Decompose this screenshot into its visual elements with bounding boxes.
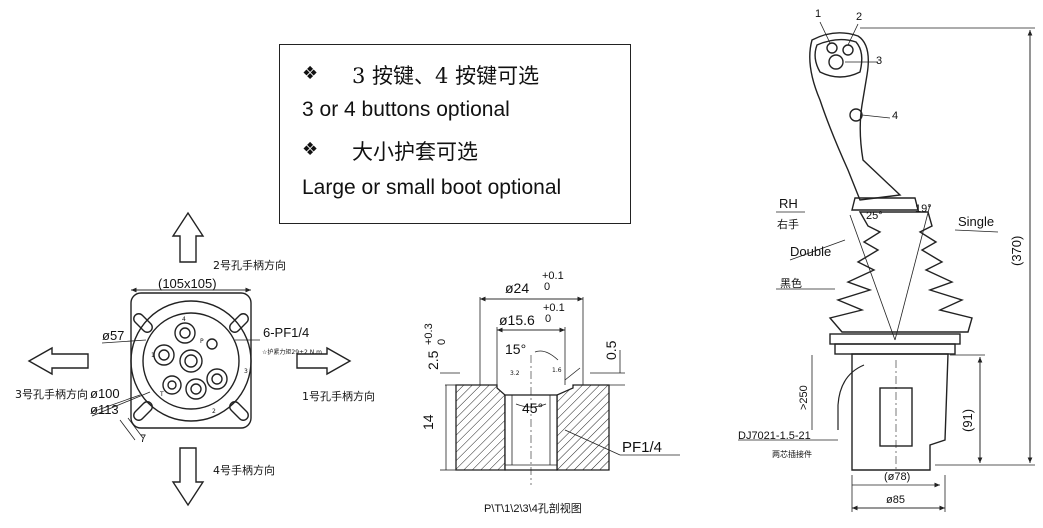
dim-14: 14 <box>420 414 436 430</box>
surface-finish-2: 1.6 <box>552 367 562 374</box>
dim-d57: ø57 <box>102 328 125 343</box>
direction-3-label: 3号孔手柄方向 <box>15 388 88 401</box>
arrow-up-icon <box>171 211 205 263</box>
mount-top-view <box>27 211 352 507</box>
connector-zh-label: 两芯插接件 <box>772 450 812 459</box>
port-p-label: P <box>200 338 204 345</box>
dim-d85: ø85 <box>886 494 905 506</box>
angle-15: 15° <box>505 341 527 357</box>
dim-d15-6: ø15.6 <box>499 312 535 328</box>
note-boot-zh: 大小护套可选 <box>352 140 478 164</box>
dim-d15-6-tol-top: +0.1 <box>543 302 565 314</box>
dim-d15-6-tol-bot: 0 <box>545 313 552 325</box>
port-section-view <box>440 296 680 485</box>
dim-d24-tol-bot: 0 <box>544 281 551 293</box>
port-2-circle <box>185 378 207 400</box>
dim-91: (91) <box>960 408 975 432</box>
dim-2-5-tol-top: +0.3 <box>423 323 435 345</box>
port-3-label: 3 <box>244 368 248 375</box>
port-t-label: T <box>160 391 164 398</box>
torque-note: ☆护紧力矩29±2 N.m <box>262 349 323 356</box>
port-2-label: 2 <box>212 408 216 415</box>
valve-body <box>851 353 949 471</box>
dim-370: (370) <box>1009 235 1024 266</box>
dim-2-5-tol-bot: 0 <box>436 338 448 345</box>
joystick-side-view <box>738 21 1035 512</box>
angle-25: 25° <box>866 210 883 222</box>
port-1-label: 1 <box>151 352 155 359</box>
port-1-circle <box>153 344 175 366</box>
rubber-boot <box>828 211 973 333</box>
port-4-circle <box>174 322 196 344</box>
direction-2-label: 2号孔手柄方向 <box>213 259 286 272</box>
callout-1: 1 <box>815 8 822 20</box>
section-caption: P\T\1\2\3\4孔剖视图 <box>484 503 582 515</box>
dim-d113: ø113 <box>90 402 119 417</box>
note-buttons-zh: 3 按键、4 按键可选 <box>352 64 540 88</box>
double-label: Double <box>790 244 832 259</box>
button-1 <box>826 42 838 54</box>
dim-d24-tol-top: +0.1 <box>542 270 564 282</box>
callout-4: 4 <box>892 110 899 122</box>
dim-d100: ø100 <box>90 386 120 401</box>
direction-4-label: 4号手柄方向 <box>213 464 275 477</box>
single-label: Single <box>958 214 995 229</box>
direction-1-label: 1号孔手柄方向 <box>302 390 375 403</box>
joystick-grip <box>809 32 902 201</box>
callout-3: 3 <box>876 55 883 67</box>
dim-d78: (ø78) <box>884 471 911 483</box>
dim-2-5: 2.5 <box>425 350 441 370</box>
boot-color-label: 黑色 <box>780 277 802 290</box>
outer-circle <box>130 300 252 422</box>
callout-2: 2 <box>856 11 863 23</box>
dim-0-5: 0.5 <box>603 340 619 360</box>
note-boot-en: Large or small boot optional <box>302 176 562 199</box>
thread-callout: PF1/4 <box>622 439 663 456</box>
arrow-down-icon <box>171 447 205 507</box>
surface-finish-1: 3.2 <box>510 370 520 377</box>
options-note-box: ❖ 3 按键、4 按键可选 3 or 4 buttons optional ❖ … <box>279 44 631 224</box>
bullet-icon: ❖ <box>302 139 319 160</box>
rh-zh-label: 右手 <box>777 218 799 231</box>
port-p-circle <box>206 338 218 350</box>
button-3 <box>828 54 844 70</box>
button-2 <box>842 44 854 56</box>
ports-callout: 6-PF1/4 <box>263 325 310 340</box>
section-hatch-left <box>455 384 506 471</box>
port-4-label: 4 <box>182 316 186 323</box>
note-buttons-en: 3 or 4 buttons optional <box>302 98 510 121</box>
bullet-icon: ❖ <box>302 63 319 84</box>
dim-square: (105x105) <box>158 276 217 291</box>
section-hatch-right <box>556 384 610 471</box>
mount-slots <box>133 313 249 421</box>
rh-label: RH <box>779 196 798 211</box>
angle-45: 45° <box>522 400 544 416</box>
connector-label: DJ7021-1.5-21 <box>738 430 811 442</box>
arrow-right-icon <box>296 346 352 376</box>
dim-d24: ø24 <box>505 280 530 296</box>
dim-7: 7 <box>140 433 147 445</box>
port-t-circle <box>162 375 182 395</box>
angle-19: 19° <box>915 203 932 215</box>
arrow-left-icon <box>27 346 89 376</box>
port-3-circle <box>206 368 228 390</box>
dim-250: >250 <box>798 385 810 410</box>
